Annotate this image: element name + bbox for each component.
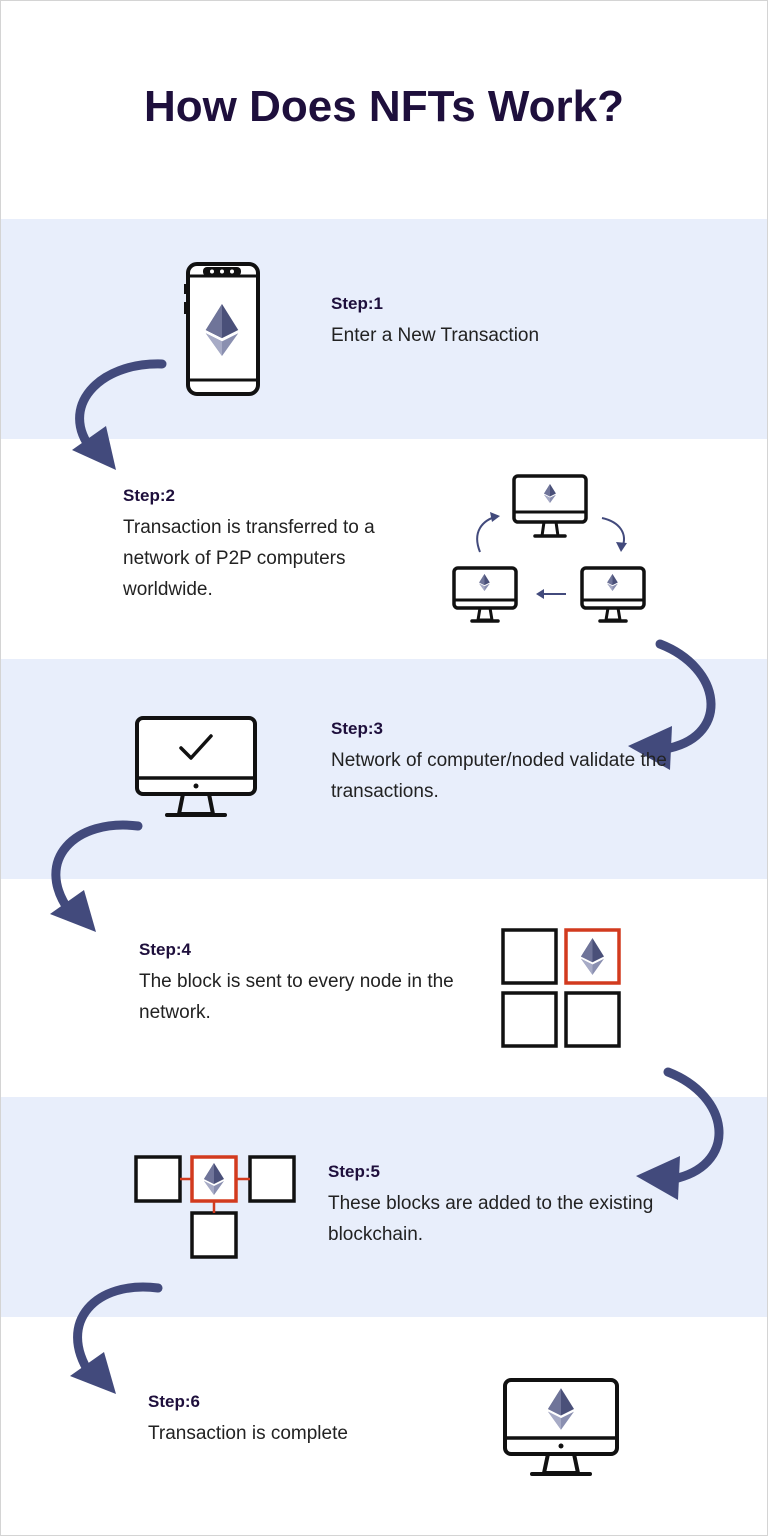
monitor-check-icon xyxy=(135,716,257,817)
step-description: Enter a New Transaction xyxy=(331,325,540,346)
step-1-band xyxy=(1,219,767,439)
curved-arrow-icon xyxy=(72,359,167,470)
monitor-left xyxy=(452,566,518,623)
step-label: Step:6 xyxy=(148,1392,200,1411)
smartphone-ethereum-icon xyxy=(184,262,260,396)
curved-arrow-icon xyxy=(636,1067,724,1200)
monitor-top xyxy=(512,474,588,538)
curved-arrow-icon xyxy=(70,1282,163,1394)
p2p-network-icon xyxy=(452,474,646,623)
step-1: Step:1 Enter a New Transaction xyxy=(331,294,711,351)
step-3-band xyxy=(1,659,767,879)
blockchain-icon xyxy=(134,1155,296,1259)
page-title: How Does NFTs Work? xyxy=(144,82,624,131)
step-description: The block is sent to every node in the n… xyxy=(139,971,454,1023)
step-label: Step:1 xyxy=(331,294,383,313)
step-label: Step:4 xyxy=(139,940,191,959)
step-3: Step:3 Network of computer/noded validat… xyxy=(331,719,691,807)
step-4: Step:4 The block is sent to every node i… xyxy=(139,940,479,1028)
step-label: Step:5 xyxy=(328,1162,380,1181)
step-5-band xyxy=(1,1097,767,1317)
curved-arrow-icon xyxy=(50,820,143,932)
step-label: Step:3 xyxy=(331,719,383,738)
step-description: Network of computer/noded validate the t… xyxy=(331,750,667,802)
monitor-ethereum-icon xyxy=(503,1378,619,1476)
step-description: Transaction is transferred to a network … xyxy=(123,517,375,600)
step-description: Transaction is complete xyxy=(148,1423,348,1444)
step-label: Step:2 xyxy=(123,486,175,505)
step-2: Step:2 Transaction is transferred to a n… xyxy=(123,486,423,605)
monitor-right xyxy=(580,566,646,623)
step-description: These blocks are added to the existing b… xyxy=(328,1193,654,1245)
block-grid-icon xyxy=(501,928,621,1048)
step-6: Step:6 Transaction is complete xyxy=(148,1392,468,1449)
step-5: Step:5 These blocks are added to the exi… xyxy=(328,1162,708,1250)
curved-arrow-icon xyxy=(628,639,716,770)
